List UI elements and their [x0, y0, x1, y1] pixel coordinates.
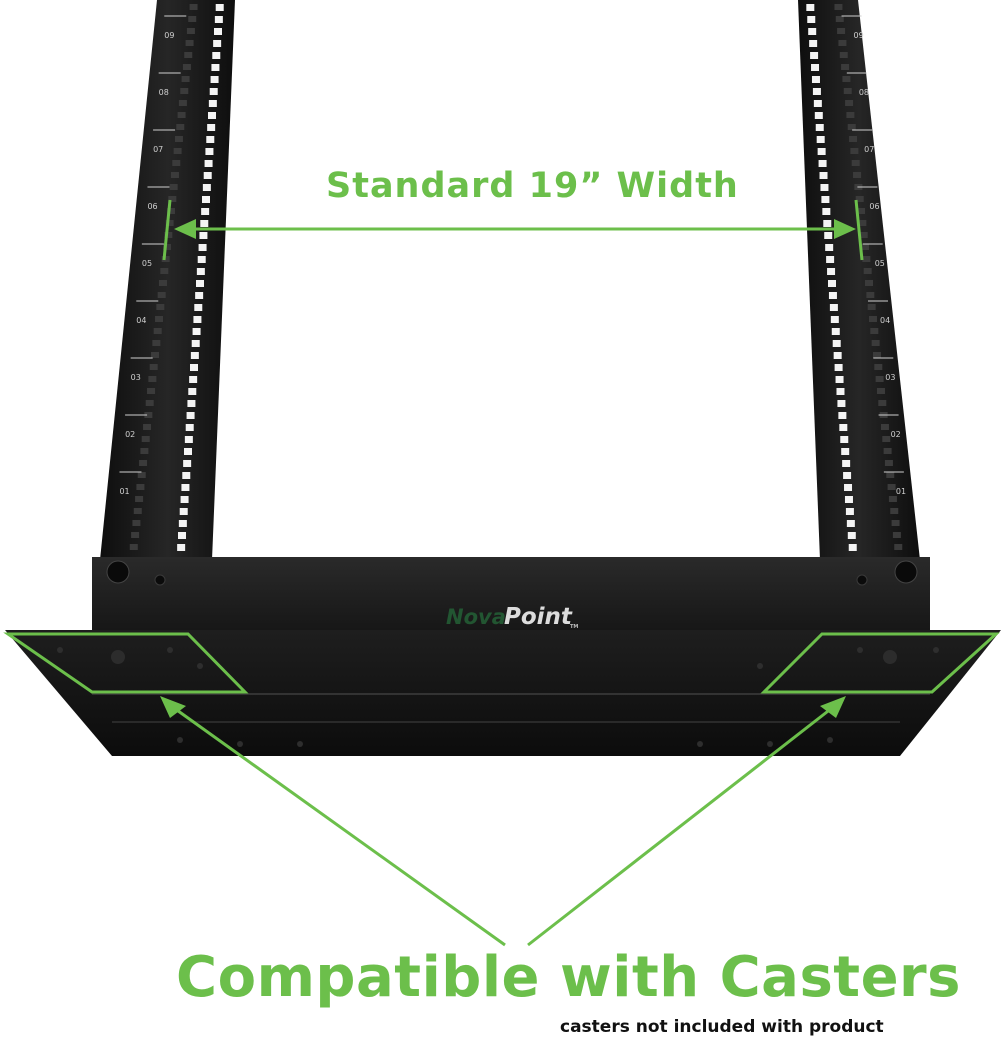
rack-unit-label: 09: [164, 31, 174, 40]
rack-unit-label: 04: [880, 316, 890, 325]
rack-base: Nova Point TM: [5, 557, 1001, 756]
rack-unit-label: 05: [875, 259, 885, 268]
callout-lines-icon: [160, 696, 846, 947]
rack-unit-label: 06: [869, 202, 879, 211]
rack-unit-label: 03: [131, 373, 141, 382]
rack-unit-label: 05: [142, 259, 152, 268]
brand-logo-mark: TM: [570, 624, 578, 630]
rack-unit-label: 01: [896, 487, 906, 496]
rack-unit-label: 04: [136, 316, 146, 325]
casters-note: casters not included with product: [560, 1017, 884, 1037]
casters-headline: Compatible with Casters: [176, 945, 961, 1010]
brand-logo-prefix: Nova: [446, 605, 506, 629]
rack-unit-label: 06: [147, 202, 157, 211]
knob-right: [894, 560, 918, 584]
rack-unit-label: 02: [125, 430, 135, 439]
rack-unit-label: 07: [153, 145, 163, 154]
brand-logo-suffix: Point: [504, 604, 573, 630]
corner-callout-right: [760, 632, 1000, 694]
rack-unit-label: 08: [859, 88, 869, 97]
rack-unit-label: 02: [891, 430, 901, 439]
left-rack-post: 09 08 07 06 05 04 03 02 01: [100, 0, 235, 560]
rack-unit-label: 03: [885, 373, 895, 382]
rack-unit-label: 01: [119, 487, 129, 496]
corner-callout-left: [3, 632, 249, 694]
rack-unit-label: 07: [864, 145, 874, 154]
rack-unit-label: 09: [854, 31, 864, 40]
knob-left: [106, 560, 130, 584]
double-arrow-icon: [162, 199, 864, 261]
width-label: Standard 19” Width: [326, 166, 739, 206]
right-rack-post: 09 08 07 06 05 04 03 02 01: [798, 0, 920, 560]
rack-unit-label: 08: [159, 88, 169, 97]
brand-logo: Nova Point TM: [446, 604, 578, 630]
